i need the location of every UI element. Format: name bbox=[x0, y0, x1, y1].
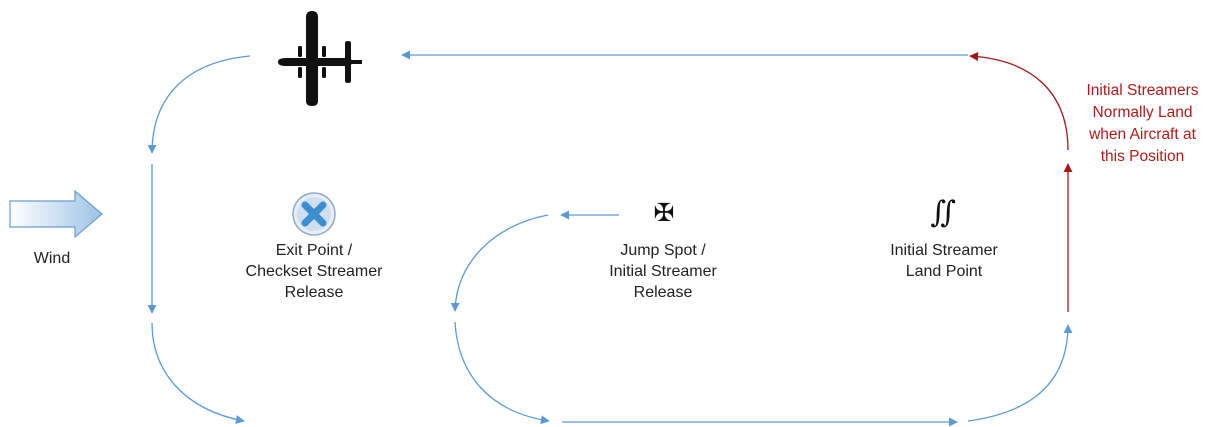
path-red-curve-top-right bbox=[969, 52, 1069, 151]
streamer-icon: ∬ bbox=[930, 195, 956, 230]
streamer-land-point-label: Initial Streamer Land Point bbox=[864, 240, 1024, 282]
path-curve-bottom-right bbox=[967, 324, 1073, 422]
note-line: Initial Streamers bbox=[1086, 82, 1199, 99]
jump-spot-label-line: Jump Spot / bbox=[620, 242, 706, 259]
streamer-land-label-line: Land Point bbox=[905, 263, 983, 280]
aircraft-silhouette-icon bbox=[278, 11, 362, 106]
exit-point-label-line: Exit Point / bbox=[275, 242, 353, 259]
path-curve-bottom-left bbox=[151, 322, 245, 424]
x-circle-icon bbox=[292, 192, 336, 236]
note-line: Normally Land bbox=[1092, 104, 1193, 121]
path-curve-inner-top-left bbox=[450, 214, 549, 312]
maltese-cross-icon: ✠ bbox=[653, 198, 675, 227]
jump-spot-label-line: Release bbox=[633, 284, 693, 301]
jump-spot-label: Jump Spot / Initial Streamer Release bbox=[583, 240, 743, 303]
wind-arrow-icon bbox=[9, 189, 103, 239]
wind-label: Wind bbox=[33, 250, 71, 267]
streamer-land-label-line: Initial Streamer bbox=[890, 242, 998, 259]
path-curve-inner-bottom-left bbox=[454, 321, 550, 425]
note-line: this Position bbox=[1100, 148, 1185, 165]
exit-point-label-line: Release bbox=[284, 284, 344, 301]
jump-spot-label-line: Initial Streamer bbox=[609, 263, 717, 280]
exit-point-label: Exit Point / Checkset Streamer Release bbox=[234, 240, 394, 303]
exit-point-label-line: Checkset Streamer bbox=[245, 263, 383, 280]
note-line: when Aircraft at bbox=[1089, 126, 1196, 143]
streamer-landing-note: Initial Streamers Normally Land when Air… bbox=[1070, 80, 1215, 168]
path-curve-top-left bbox=[147, 55, 251, 154]
